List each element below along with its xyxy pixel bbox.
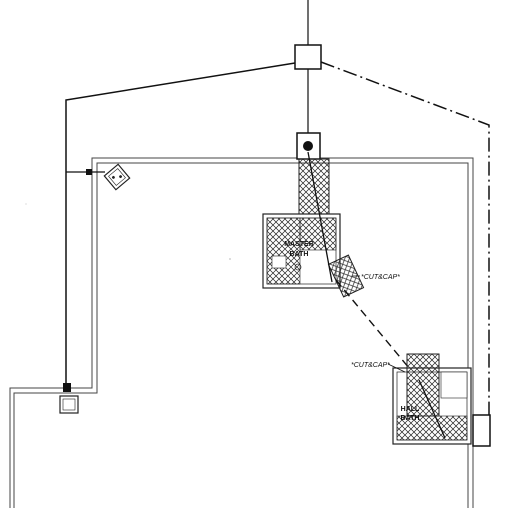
vent-circle [303,141,313,151]
left-connector-node [86,169,92,175]
hall-bath-label-line2: BATH [401,415,420,422]
hall-bath: HALL BATH [392,353,472,445]
cut-cap-lower-arrow [387,363,406,373]
master-bath-label-line1: MASTER [284,241,314,248]
master-bath-label-line2: BATH [290,251,309,258]
cut-cap-upper-label: *CUT&CAP* [361,274,400,281]
right-wall-box [472,414,491,447]
exterior-walls [9,157,474,508]
left-run-line [65,62,296,388]
master-bath: MASTER BATH [262,213,341,289]
master-pipe-line [307,151,333,283]
cut-cap-lower-label: *CUT&CAP* [351,362,390,369]
hall-pipe-line [418,379,446,439]
master-to-hall-dashed-line [335,279,420,381]
corner-fixture [103,163,131,191]
lower-left-fixture [59,395,79,414]
hall-bath-label-line1: HALL [401,406,420,413]
right-run-dashdot-line [320,61,490,415]
lower-left-node [63,383,71,392]
main-junction-box [294,44,322,70]
